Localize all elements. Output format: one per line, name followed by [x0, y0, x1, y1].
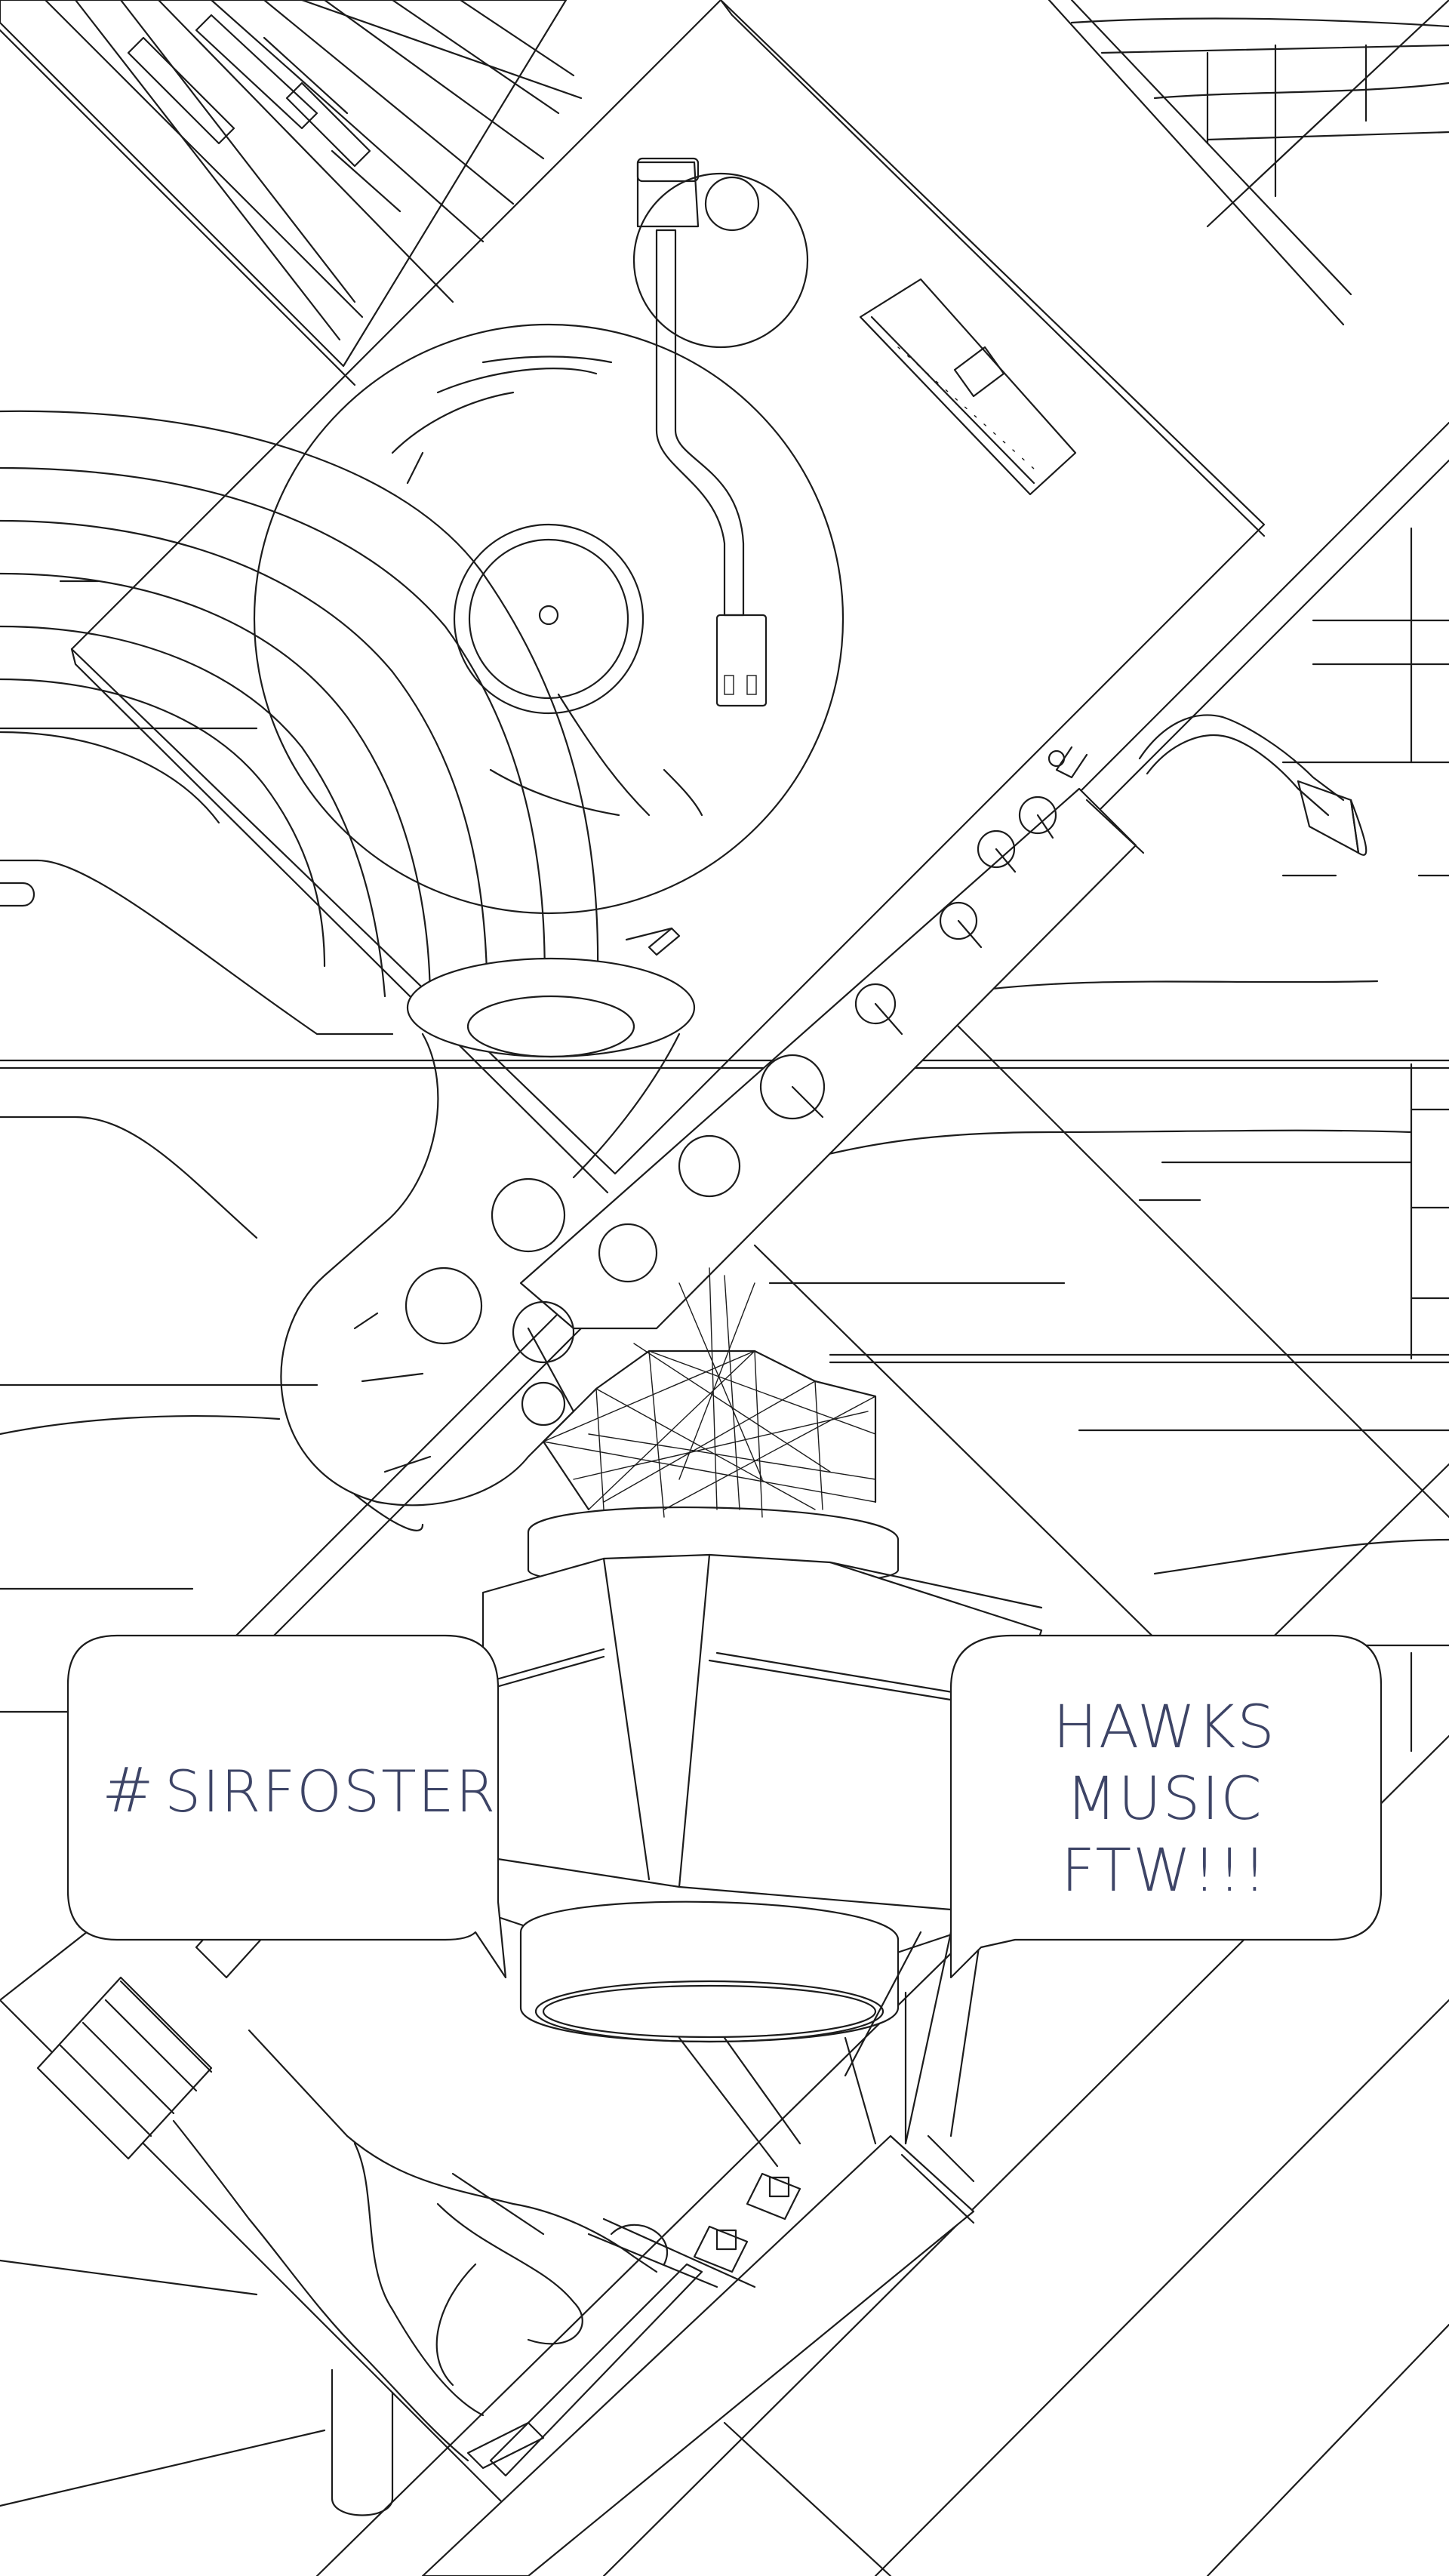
piano-keyboard: [0, 0, 583, 368]
speech-bubble-left: # SIRFOSTER: [66, 1634, 507, 1979]
vinyl-record: [253, 323, 844, 915]
dj-mixer: [421, 2134, 975, 2576]
microphone: [36, 1976, 213, 2160]
turntable: [70, 0, 1266, 1194]
hashtag-symbol: #: [102, 1755, 155, 1827]
pitch-slider: [859, 278, 1077, 496]
speech-bubble-right: HAWKS MUSIC FTW!!!: [949, 1634, 1383, 1979]
mouthpiece: [1297, 780, 1360, 854]
sound-waves: [0, 410, 599, 1028]
bubble-line-3: FTW!!!: [1061, 1837, 1268, 1905]
bubble-line-2: MUSIC: [1066, 1765, 1263, 1833]
cartridge: [715, 614, 768, 707]
speaker-block: [481, 1553, 1043, 2168]
tone-arm: [655, 229, 745, 617]
stage-truss: [527, 1267, 900, 1588]
speaker-base: [519, 1900, 900, 2043]
platter-knob: [632, 172, 809, 349]
record-label: [453, 523, 645, 715]
spindle: [538, 605, 559, 626]
bubble-line-1: HAWKS: [1053, 1694, 1276, 1762]
saxophone: [280, 714, 1367, 1531]
sax-bell: [406, 957, 696, 1058]
hashtag-text: SIRFOSTER: [165, 1758, 497, 1825]
